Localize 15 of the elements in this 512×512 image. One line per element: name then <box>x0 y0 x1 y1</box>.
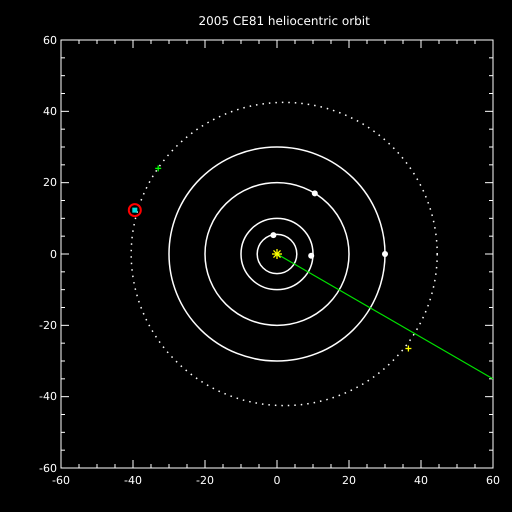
axis-tick-label: -20 <box>196 474 214 486</box>
axis-tick-label: 20 <box>43 176 57 190</box>
axis-tick-label: -60 <box>52 474 70 486</box>
axis-tick-label: -20 <box>39 318 57 332</box>
axis-tick-label: 40 <box>43 104 57 118</box>
axis-tick-label: -60 <box>39 462 57 474</box>
axis-tick-label: -40 <box>124 474 142 486</box>
axis-tick-label: -40 <box>39 390 57 404</box>
axis-tick-label: 0 <box>50 248 57 260</box>
axis-tick-label: 40 <box>414 474 428 486</box>
axis-tick-label: 0 <box>274 474 280 486</box>
axis-tick-label: 60 <box>43 34 57 46</box>
axis-tick-label: 20 <box>342 474 356 486</box>
axis-tick-label: 60 <box>486 474 500 486</box>
plot-title: 2005 CE81 heliocentric orbit <box>198 14 370 28</box>
